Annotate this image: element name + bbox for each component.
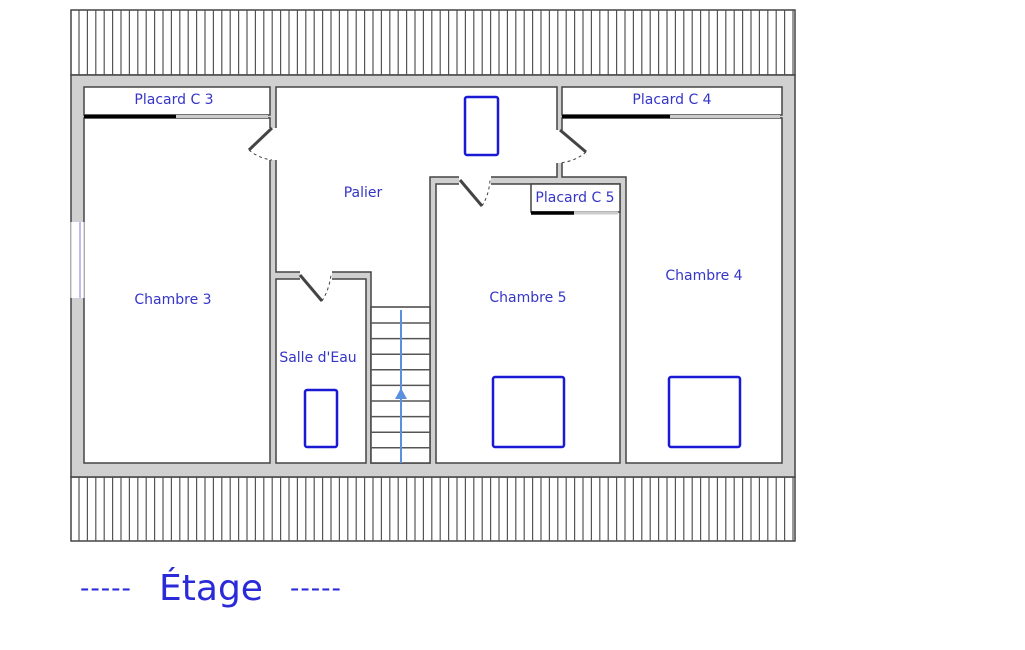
caption-dash-right: ----- (290, 573, 342, 604)
room-placard-c3 (83, 86, 271, 116)
label-salle-eau: Salle d'Eau (279, 350, 356, 366)
door-chambre-5 (458, 176, 491, 207)
door-chambre-4 (556, 128, 587, 164)
label-placard-c5: Placard C 5 (535, 190, 614, 206)
caption-dash-left: ----- (80, 573, 132, 604)
caption-title: Étage (159, 568, 263, 609)
furniture-salle-eau (303, 388, 339, 449)
furniture-palier (463, 95, 500, 157)
label-placard-c3: Placard C 3 (134, 92, 213, 108)
bed-chambre-4 (667, 375, 742, 449)
room-salle-eau (275, 278, 367, 464)
floor-caption: ----- Étage ----- (80, 568, 342, 609)
label-chambre-5: Chambre 5 (489, 290, 566, 306)
label-palier: Palier (344, 185, 383, 201)
door-chambre-3 (247, 126, 277, 161)
label-placard-c4: Placard C 4 (632, 92, 711, 108)
room-chambre-3 (83, 117, 271, 464)
staircase (370, 306, 431, 464)
window-chambre-3 (70, 222, 85, 298)
roof-band-bottom (70, 476, 796, 542)
label-chambre-4: Chambre 4 (665, 268, 742, 284)
room-chambre-5 (435, 183, 621, 464)
label-chambre-3: Chambre 3 (134, 292, 211, 308)
bed-chambre-5 (491, 375, 566, 449)
door-salle-eau (298, 271, 332, 302)
roof-band-top (70, 9, 796, 76)
stair-arrowhead-icon (395, 388, 407, 399)
